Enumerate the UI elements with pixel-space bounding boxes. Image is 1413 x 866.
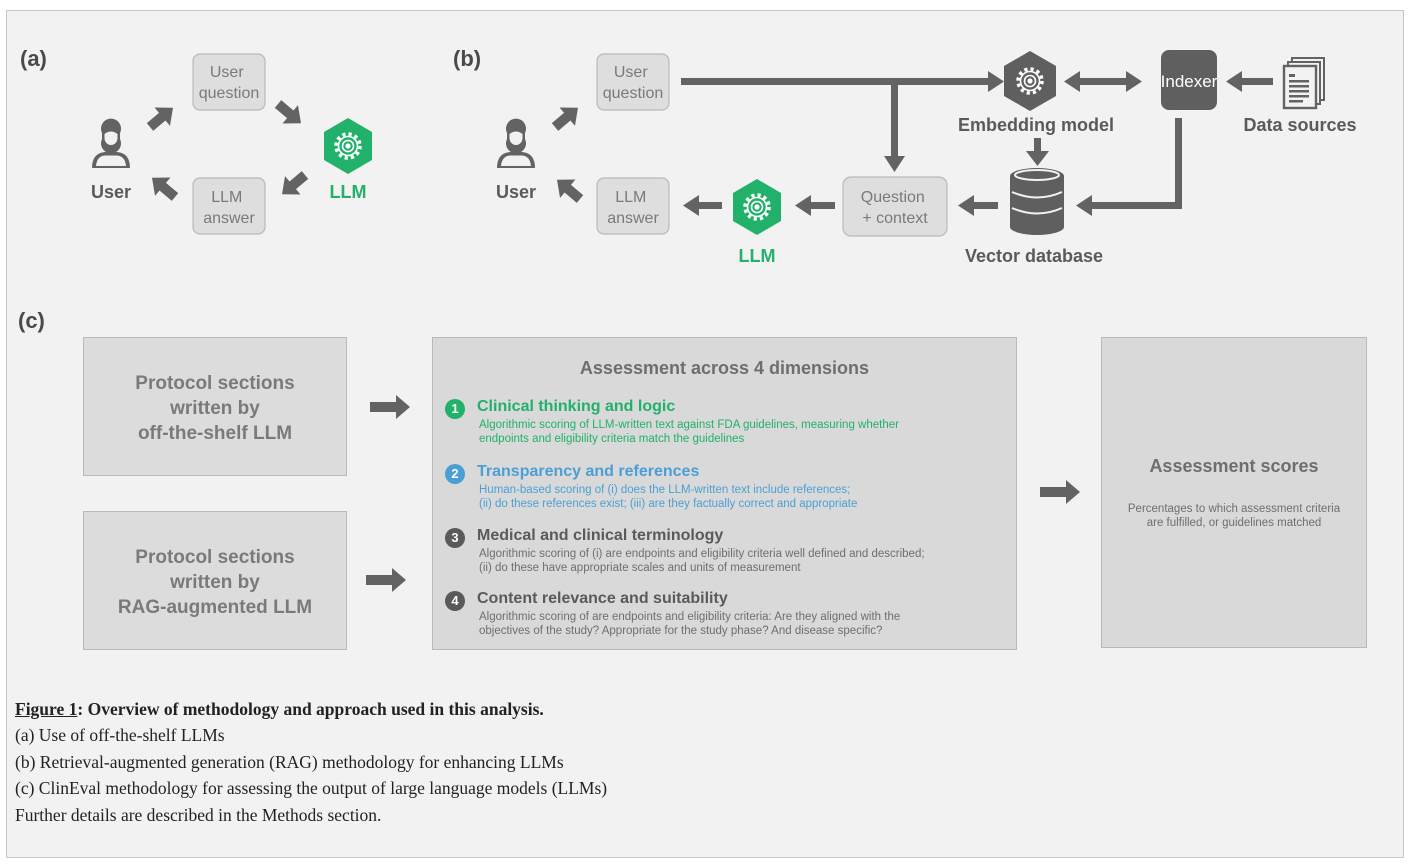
panel-a-label: (a) — [20, 46, 47, 71]
panel-c-arrow-rag-to-assessment — [366, 568, 406, 592]
panel-a-user-question-box: User question — [192, 53, 266, 111]
svg-text:Question + context: Question + context — [861, 189, 930, 227]
panel-b-llm-answer-box: LLM answer — [596, 177, 670, 235]
panel-a-llm-gear-hexagon-icon — [324, 118, 372, 174]
dimension-3-desc-line2: (ii) do these have appropriate scales an… — [479, 561, 801, 574]
caption-line-details: Further details are described in the Met… — [15, 804, 382, 825]
panel-a-user-question-line2: question — [199, 85, 260, 102]
dimension-1-title: Clinical thinking and logic — [477, 398, 676, 415]
protocol-rag-line1: Protocol sections — [135, 547, 295, 568]
protocol-rag-line3: RAG-augmented LLM — [117, 597, 313, 618]
panel-b-indexer-label: Indexer — [1161, 72, 1218, 91]
panel-b-llm-label: LLM — [739, 246, 776, 266]
panel-b-user-label: User — [496, 182, 536, 202]
assessment-scores-title: Assessment scores — [1149, 456, 1319, 476]
dimension-1-number: 1 — [445, 399, 465, 419]
panel-a-llm-label: LLM — [330, 182, 367, 202]
dimension-4-desc-line1: Algorithmic scoring of are endpoints and… — [479, 611, 901, 623]
panel-b-connectors — [681, 71, 1273, 216]
panel-b-vector-database-label: Vector database — [965, 246, 1103, 266]
panel-a-arrow-llm-to-answer — [282, 171, 309, 195]
protocol-offshelf-line2: written by — [170, 398, 260, 419]
panel-b-indexer-box: Indexer — [1161, 50, 1218, 110]
dimension-2-desc-line2: (ii) do these references exist; (iii) ar… — [479, 497, 858, 510]
panel-b-label: (b) — [453, 46, 481, 71]
protocol-offshelf-line1: Protocol sections — [135, 373, 295, 394]
panel-b-arrow-user-to-question — [551, 107, 578, 131]
panel-a-arrow-question-to-llm — [274, 100, 301, 124]
dimension-4-number: 4 — [445, 591, 465, 611]
dimension-4-title: Content relevance and suitability — [477, 590, 728, 607]
panel-b-user-question-line1: User — [614, 64, 648, 81]
panel-b-question-context-line1: Question — [861, 189, 925, 206]
assessment-box: Assessment across 4 dimensions 1 Clinica… — [432, 337, 1017, 650]
caption-line-b: (b) Retrieval-augmented generation (RAG)… — [15, 751, 564, 772]
panel-b-documents-icon — [1282, 57, 1325, 110]
panel-b-question-context-line2: + context — [862, 210, 928, 227]
assessment-scores-desc-line2: are fulfilled, or guidelines matched — [1146, 517, 1322, 529]
caption-figure-label: Figure 1 — [15, 699, 78, 719]
panel-b-embedding-gear-hexagon-icon — [1004, 51, 1056, 111]
panel-a-user-label: User — [91, 182, 131, 202]
caption-title-text: : Overview of methodology and approach u… — [77, 699, 544, 719]
panel-a-llm-answer-line1: LLM — [211, 189, 242, 206]
panel-b-user-question-line2: question — [603, 85, 664, 102]
caption-title: Figure 1: Overview of methodology and ap… — [15, 696, 1395, 722]
protocol-offshelf-box: Protocol sections written by off-the-she… — [83, 337, 347, 476]
panel-b-data-sources-label: Data sources — [1243, 115, 1356, 135]
panel-b-llm-answer-line1: LLM — [615, 189, 646, 206]
svg-text:User question: User question — [199, 64, 260, 102]
panel-a-arrow-user-to-question — [146, 107, 173, 131]
assessment-scores-desc-line1: Percentages to which assessment criteria — [1127, 503, 1341, 515]
dimension-3-desc-line1: Algorithmic scoring of (i) are endpoints… — [479, 548, 925, 560]
panel-a-llm-answer-line2: answer — [203, 210, 255, 227]
panel-b-arrow-answer-to-user — [557, 179, 584, 203]
protocol-rag-line2: written by — [170, 572, 260, 593]
svg-text:LLM answer: LLM answer — [607, 189, 659, 227]
svg-text:LLM answer: LLM answer — [203, 189, 255, 227]
assessment-title: Assessment across 4 dimensions — [579, 358, 870, 378]
protocol-offshelf-line3: off-the-shelf LLM — [137, 423, 293, 444]
panel-b-database-icon — [1010, 168, 1064, 235]
panel-a-llm-answer-box: LLM answer — [192, 177, 266, 235]
svg-text:User question: User question — [603, 64, 664, 102]
panel-b-question-context-box: Question + context — [842, 176, 948, 237]
figure-caption: Figure 1: Overview of methodology and ap… — [15, 696, 1395, 828]
panel-a-arrow-answer-to-user — [152, 177, 179, 201]
dimension-3-title: Medical and clinical terminology — [477, 527, 724, 544]
protocol-rag-box: Protocol sections written by RAG-augment… — [83, 511, 347, 650]
dimension-3-number: 3 — [445, 528, 465, 548]
dimension-2-title: Transparency and references — [477, 463, 700, 480]
panel-b-user-question-box: User question — [596, 53, 670, 111]
caption-line-a: (a) Use of off-the-shelf LLMs — [15, 725, 225, 745]
assessment-scores-box: Assessment scores Percentages to which a… — [1101, 337, 1367, 648]
dimension-4-desc-line2: objectives of the study? Appropriate for… — [479, 624, 883, 637]
dimension-2-desc-line1: Human-based scoring of (i) does the LLM-… — [479, 484, 851, 496]
panel-b-embedding-model-label: Embedding model — [958, 115, 1114, 135]
caption-line-c: (c) ClinEval methodology for assessing t… — [15, 778, 608, 798]
panel-c-arrow-assessment-to-scores — [1040, 480, 1080, 504]
dimension-1-desc-line2: endpoints and eligibility criteria match… — [479, 432, 745, 445]
dimension-1-desc-line1: Algorithmic scoring of LLM-written text … — [479, 419, 899, 431]
panel-a-user-question-line1: User — [210, 64, 244, 81]
panel-b-llm-gear-hexagon-icon — [733, 179, 781, 235]
panel-c-arrow-offshelf-to-assessment — [370, 395, 410, 419]
panel-c-label: (c) — [18, 308, 45, 333]
dimension-2-number: 2 — [445, 464, 465, 484]
panel-b-llm-answer-line2: answer — [607, 210, 659, 227]
panel-a-user-icon — [92, 118, 130, 168]
panel-b-user-icon — [497, 118, 535, 168]
